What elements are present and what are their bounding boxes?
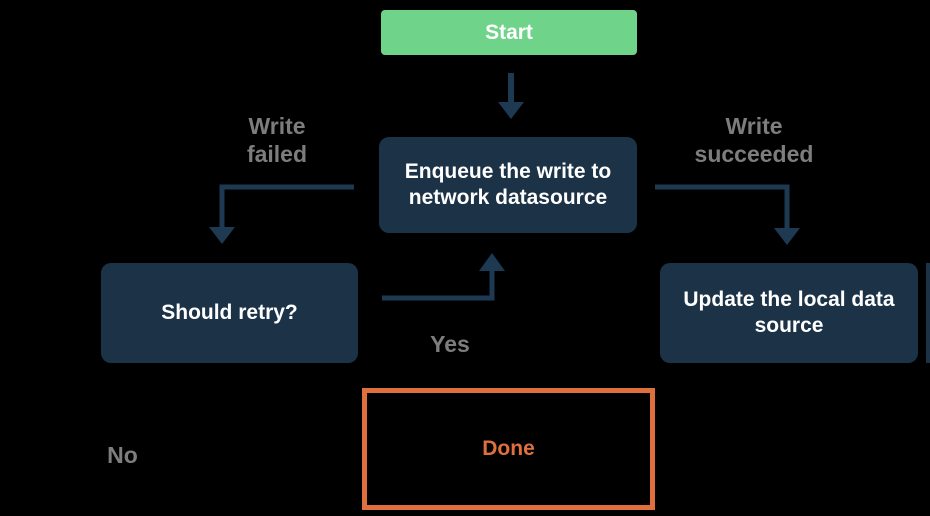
edge-label-write-failed-line2: failed xyxy=(246,141,308,167)
node-enqueue-write: Enqueue the write to network datasource xyxy=(379,137,637,233)
arrow-start-to-enqueue-head xyxy=(498,102,524,119)
edge-label-write-succeeded-line2: succeeded xyxy=(694,141,814,167)
edge-label-write-failed-line1: Write xyxy=(248,113,306,139)
edge-label-write-succeeded-line1: Write xyxy=(725,113,783,139)
arrow-write-succeeded-head xyxy=(774,228,800,245)
node-enqueue-write-label: Enqueue the write to network datasource xyxy=(405,159,612,211)
arrow-yes-line xyxy=(382,270,495,301)
node-update-local-source-line2: source xyxy=(754,314,824,337)
arrow-yes-head xyxy=(479,253,505,271)
arrow-write-failed-head xyxy=(209,227,235,244)
node-start: Start xyxy=(381,10,637,55)
node-done: Done xyxy=(362,388,655,510)
node-update-local-source-line1: Update the local data xyxy=(683,288,895,311)
node-enqueue-write-line2: network datasource xyxy=(408,186,608,209)
node-should-retry: Should retry? xyxy=(101,263,358,363)
edge-label-no: No xyxy=(107,442,138,468)
edge-label-yes: Yes xyxy=(430,331,470,357)
node-update-local-source: Update the local data source xyxy=(660,263,918,363)
clipped-node-right-edge xyxy=(926,263,930,363)
node-update-local-source-label: Update the local data source xyxy=(683,287,894,339)
edge-label-write-failed: Write failed xyxy=(217,112,337,168)
node-enqueue-write-line1: Enqueue the write to xyxy=(404,160,612,183)
edge-label-write-succeeded: Write succeeded xyxy=(679,112,829,168)
arrow-write-succeeded-line xyxy=(655,184,790,229)
arrow-write-failed-line xyxy=(219,184,354,228)
